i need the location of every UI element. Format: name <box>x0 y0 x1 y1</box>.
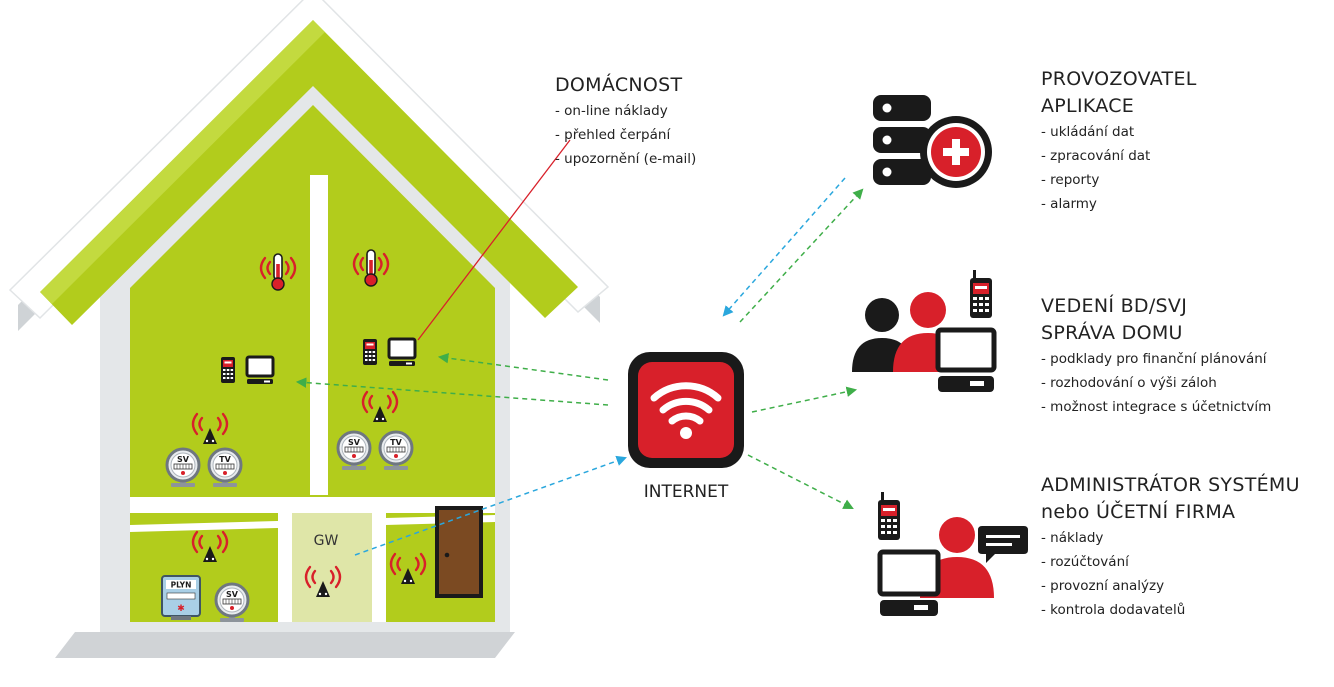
internet-label: INTERNET <box>644 482 729 502</box>
svg-text:PLYN: PLYN <box>171 581 192 590</box>
arrow-gateway-to-internet <box>354 455 627 556</box>
water-meter-icon: TV <box>207 447 243 489</box>
gas-meter-icon: PLYN ✱ <box>161 575 201 620</box>
house <box>8 0 610 658</box>
gateway-label: GW <box>314 533 339 549</box>
arrow-internet-to-management <box>751 386 858 413</box>
svg-text:TV: TV <box>219 455 231 464</box>
operator-item: zpracování dat <box>1041 144 1197 168</box>
water-meter-icon: SV <box>165 447 201 489</box>
household-title: DOMÁCNOST <box>555 74 683 96</box>
svg-text:SV: SV <box>177 455 190 464</box>
admin-item: provozní analýzy <box>1041 574 1300 598</box>
management-item: rozhodování o výši záloh <box>1041 371 1271 395</box>
admin-item: kontrola dodavatelů <box>1041 598 1300 622</box>
household-item: přehled čerpání <box>555 123 696 147</box>
admin-item: náklady <box>1041 526 1300 550</box>
management-title-line: VEDENÍ BD/SVJ <box>1041 295 1188 317</box>
operator-item: ukládání dat <box>1041 120 1197 144</box>
users-icon <box>852 270 997 392</box>
server-icon <box>873 95 992 188</box>
household-block: DOMÁCNOST on-line náklady přehled čerpán… <box>555 72 696 171</box>
admin-title-line: nebo ÚČETNÍ FIRMA <box>1041 501 1236 523</box>
management-title-line: SPRÁVA DOMU <box>1041 322 1183 344</box>
svg-text:✱: ✱ <box>177 604 185 614</box>
management-list: podklady pro finanční plánování rozhodov… <box>1041 347 1271 419</box>
user-chat-icon <box>877 492 1028 616</box>
wifi-icon <box>628 352 744 468</box>
household-list: on-line náklady přehled čerpání upozorně… <box>555 99 696 171</box>
admin-list: náklady rozúčtování provozní analýzy kon… <box>1041 526 1300 622</box>
management-item: podklady pro finanční plánování <box>1041 347 1271 371</box>
operator-title-line: APLIKACE <box>1041 95 1135 117</box>
household-item: upozornění (e-mail) <box>555 147 696 171</box>
operator-list: ukládání dat zpracování dat reporty alar… <box>1041 120 1197 216</box>
svg-text:TV: TV <box>390 438 402 447</box>
management-block: VEDENÍ BD/SVJ SPRÁVA DOMU podklady pro f… <box>1041 293 1271 419</box>
arrow-internet-to-flat-right <box>437 352 609 381</box>
water-meter-icon: SV <box>336 430 372 472</box>
water-meter-icon: SV <box>214 582 250 624</box>
mobile-phone-icon <box>363 339 377 365</box>
household-item: on-line náklady <box>555 99 696 123</box>
arrow-internet-to-flat-left <box>295 377 609 406</box>
operator-block: PROVOZOVATEL APLIKACE ukládání dat zprac… <box>1041 66 1197 216</box>
admin-title-line: ADMINISTRÁTOR SYSTÉMU <box>1041 474 1300 496</box>
operator-item: reporty <box>1041 168 1197 192</box>
callout-line <box>417 139 571 341</box>
svg-text:SV: SV <box>226 590 239 599</box>
water-meter-icon: TV <box>378 430 414 472</box>
computer-icon <box>387 337 417 368</box>
arrow-internet-to-operator <box>739 188 864 323</box>
operator-item: alarmy <box>1041 192 1197 216</box>
operator-title-line: PROVOZOVATEL <box>1041 68 1197 90</box>
admin-item: rozúčtování <box>1041 550 1300 574</box>
mobile-phone-icon <box>221 357 235 383</box>
door-icon <box>435 506 483 598</box>
arrow-internet-to-admin <box>747 454 854 509</box>
management-item: možnost integrace s účetnictvím <box>1041 395 1271 419</box>
arrow-operator-to-internet <box>722 177 846 317</box>
svg-text:SV: SV <box>348 438 361 447</box>
admin-block: ADMINISTRÁTOR SYSTÉMU nebo ÚČETNÍ FIRMA … <box>1041 472 1300 622</box>
computer-icon <box>245 355 275 386</box>
